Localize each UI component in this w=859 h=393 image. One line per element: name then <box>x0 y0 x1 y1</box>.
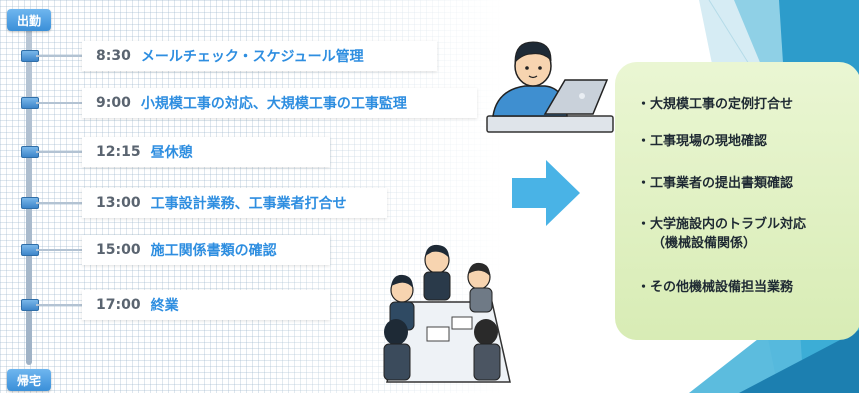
person-at-laptop-illustration <box>486 41 614 133</box>
schedule-entry: 15:00 施工関係書類の確認 <box>82 235 330 265</box>
start-badge: 出勤 <box>7 9 51 31</box>
duty-item-sub: （機械設備関係） <box>652 236 757 251</box>
end-badge: 帰宅 <box>7 369 51 391</box>
entry-time: 13:00 <box>96 195 141 211</box>
schedule-entry: 12:15 昼休憩 <box>82 137 330 167</box>
duty-item: ・工事業者の提出書類確認 <box>637 176 794 191</box>
entry-title: 昼休憩 <box>150 145 193 161</box>
timeline-connector <box>36 151 86 153</box>
duty-item: ・大規模工事の定例打合せ <box>637 97 794 112</box>
arrow-right-icon <box>512 160 580 226</box>
timeline-connector <box>36 249 86 251</box>
entry-time: 9:00 <box>96 95 131 111</box>
schedule-entry: 13:00 工事設計業務、工事業者打合せ <box>82 188 387 218</box>
entry-time: 15:00 <box>96 242 141 258</box>
entry-title: メールチェック・スケジュール管理 <box>140 49 364 65</box>
entry-time: 12:15 <box>96 144 141 160</box>
schedule-entry: 9:00 小規模工事の対応、大規模工事の工事監理 <box>82 88 477 118</box>
timeline-connector <box>36 202 86 204</box>
duty-item: ・工事現場の現地確認 <box>637 134 768 149</box>
entry-title: 終業 <box>150 298 179 314</box>
entry-time: 17:00 <box>96 297 141 313</box>
entry-title: 工事設計業務、工事業者打合せ <box>150 196 347 212</box>
timeline-line <box>26 25 32 365</box>
schedule-entry: 17:00 終業 <box>82 290 330 320</box>
timeline-connector <box>36 304 86 306</box>
entry-title: 小規模工事の対応、大規模工事の工事監理 <box>140 96 407 112</box>
entry-title: 施工関係書類の確認 <box>150 243 277 259</box>
schedule-entry: 8:30 メールチェック・スケジュール管理 <box>82 41 437 71</box>
duty-item: ・その他機械設備担当業務 <box>637 280 794 295</box>
meeting-illustration <box>383 244 511 383</box>
entry-time: 8:30 <box>96 48 131 64</box>
timeline-connector <box>36 102 86 104</box>
duties-panel <box>615 62 859 340</box>
duty-item: ・大学施設内のトラブル対応 <box>637 217 807 232</box>
timeline-connector <box>36 55 86 57</box>
